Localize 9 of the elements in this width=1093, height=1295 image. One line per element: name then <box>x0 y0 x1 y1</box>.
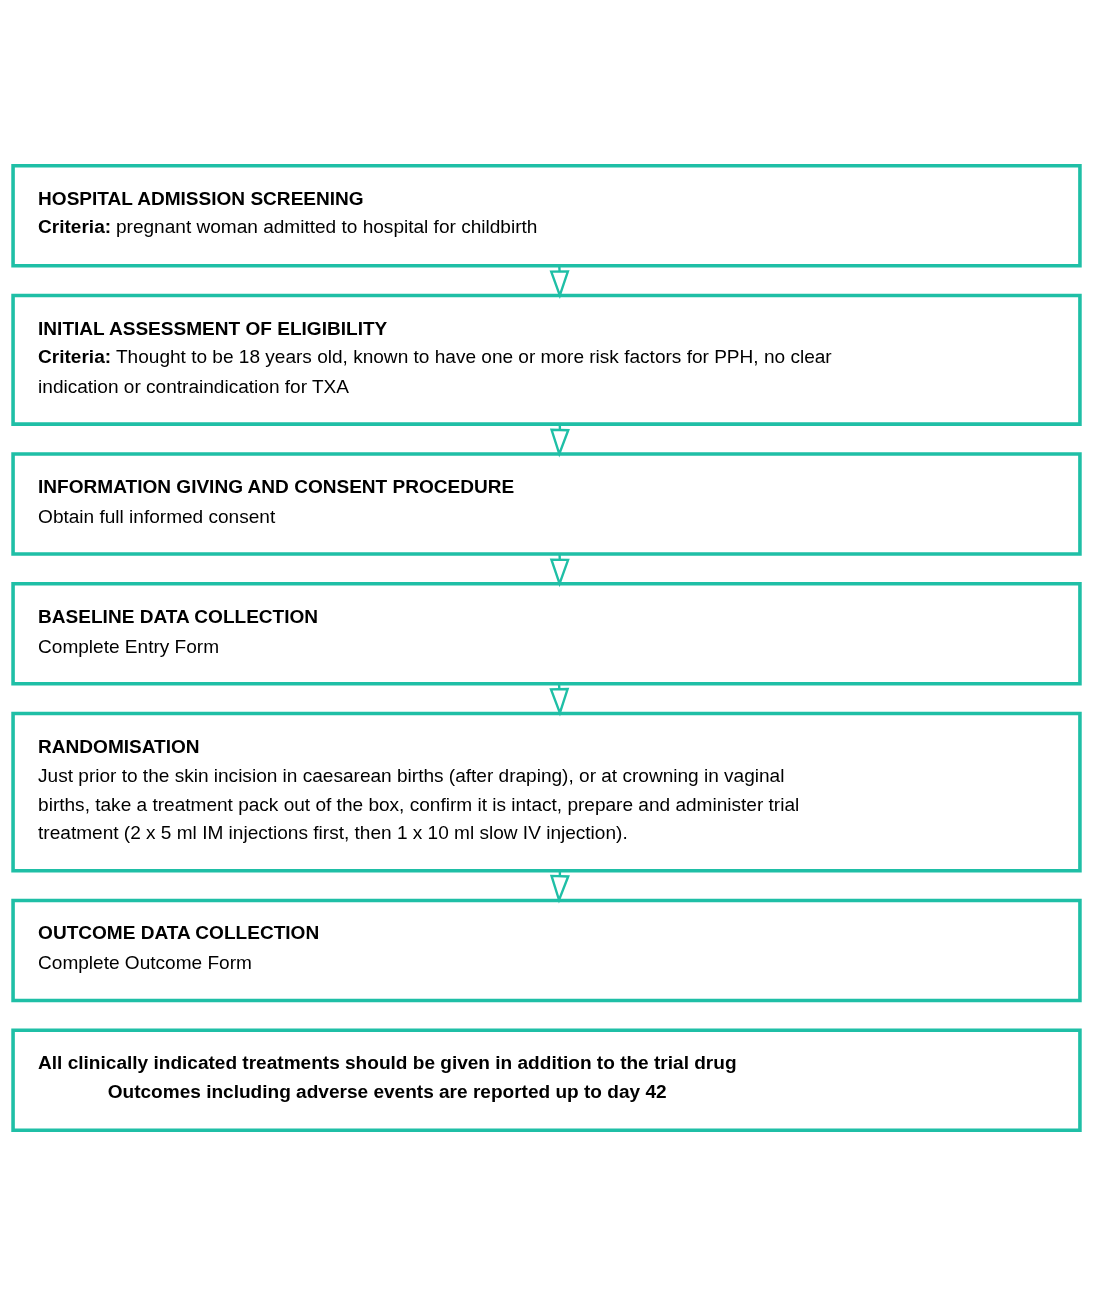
node-box: All clinically indicated treatments should be given in addition to the trial drug Outcomes including adverse events are reported up to day 42 <box>11 1027 1082 1132</box>
node-box: INFORMATION GIVING AND CONSENT PROCEDURE Obtain full informed consent <box>11 451 1082 556</box>
arrow <box>549 553 570 587</box>
arrow <box>549 265 570 299</box>
node-box: BASELINE DATA COLLECTION Complete Entry Form <box>11 581 1082 685</box>
node-box: RANDOMISATION Just prior to the skin incision in caesarean births (after draping), or at crowning in vaginal births, take a treatment pack out of the box, confirm it is intact, prepare and administer trial treatment (2 x 5 ml IM injections first, then 1 x 10 ml slow IV injection). <box>11 711 1082 872</box>
node-box: OUTCOME DATA COLLECTION Complete Outcome Form <box>11 898 1082 1002</box>
node-box: HOSPITAL ADMISSION SCREENING Criteria: pregnant woman admitted to hospital for childbirth <box>11 163 1082 268</box>
node-box: INITIAL ASSESSMENT OF ELIGIBILITY Criteria: Thought to be 18 years old, known to have one or more risk factors for PPH, no clear indication or contraindication for TXA <box>11 293 1082 426</box>
